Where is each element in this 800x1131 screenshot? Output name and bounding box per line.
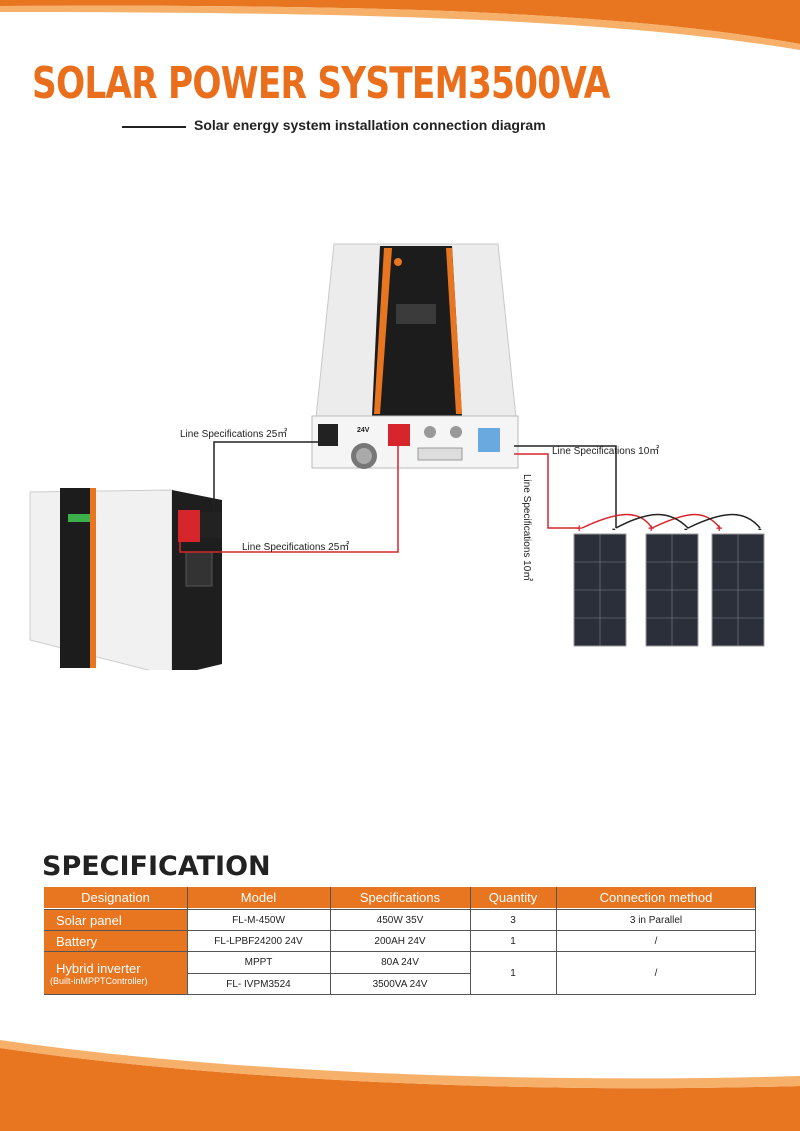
- table-rule: [44, 994, 756, 995]
- cell-model: FL-M-450W: [232, 914, 285, 926]
- table-rule: [330, 887, 331, 995]
- row-label-hybrid-inverter: Hybrid inverter (Built-inMPPTController): [44, 952, 187, 995]
- row-label-battery: Battery: [44, 931, 187, 951]
- svg-text:+: +: [576, 523, 582, 535]
- table-rule: [755, 887, 756, 995]
- bottom-swoosh-decoration: [0, 1040, 800, 1131]
- page-title: SOLAR POWER SYSTEM3500VA: [32, 58, 610, 109]
- row-label-solar-panel: Solar panel: [44, 910, 187, 930]
- column-header-quantity: Quantity: [470, 887, 556, 908]
- battery-illustration: [29, 488, 222, 670]
- page-subtitle: Solar energy system installation connect…: [194, 117, 546, 133]
- inverter-illustration: [311, 243, 519, 469]
- pv-line-label-vertical: Line Specifications 10㎡: [521, 474, 532, 582]
- column-header-specifications: Specifications: [330, 887, 470, 908]
- cell-quantity: 3: [510, 914, 516, 926]
- table-rule: [44, 930, 756, 931]
- column-header-connection-method: Connection method: [556, 887, 756, 908]
- svg-text:-: -: [684, 523, 688, 535]
- table-rule: [187, 973, 470, 974]
- cell-spec: 450W 35V: [376, 914, 424, 926]
- cell-spec: 3500VA 24V: [372, 979, 428, 990]
- cell-connection: /: [654, 935, 658, 947]
- table-rule: [556, 887, 557, 995]
- cell-spec: 80A 24V: [381, 956, 419, 968]
- battery-line-label-top: Line Specifications 25㎡: [180, 429, 288, 440]
- inverter-voltage-label: 24V: [357, 427, 370, 434]
- subtitle-rule: [122, 126, 186, 128]
- specification-table: Designation Model Specifications Quantit…: [44, 887, 756, 995]
- cell-quantity: 1: [510, 935, 516, 947]
- table-rule: [44, 951, 756, 952]
- table-rule: [187, 887, 188, 995]
- top-swoosh-decoration: [0, 0, 800, 50]
- row-label-hybrid-inverter-main: Hybrid inverter: [56, 961, 141, 976]
- cell-quantity: 1: [510, 968, 516, 979]
- column-header-designation: Designation: [44, 887, 187, 908]
- row-label-hybrid-inverter-sub: (Built-inMPPTController): [50, 976, 148, 986]
- pv-line-label-horizontal: Line Specifications 10㎡: [552, 446, 660, 457]
- solar-panel-array: [573, 533, 765, 647]
- svg-text:-: -: [758, 523, 762, 535]
- cell-model: FL- IVPM3524: [226, 979, 291, 990]
- connection-diagram: + - + - + -: [29, 243, 765, 670]
- column-header-model: Model: [187, 887, 330, 908]
- table-rule: [470, 887, 471, 995]
- battery-line-label-bottom: Line Specifications 25㎡: [242, 542, 350, 553]
- svg-text:-: -: [612, 523, 616, 535]
- table-rule: [44, 909, 756, 910]
- cell-model: FL-LPBF24200 24V: [214, 935, 303, 947]
- cell-spec: 200AH 24V: [374, 935, 426, 947]
- specification-heading: SPECIFICATION: [42, 851, 271, 882]
- cell-connection: 3 in Parallel: [629, 914, 683, 926]
- svg-text:+: +: [648, 523, 654, 535]
- cell-connection: /: [654, 968, 658, 979]
- cell-model: MPPT: [244, 956, 273, 968]
- svg-text:+: +: [716, 523, 722, 535]
